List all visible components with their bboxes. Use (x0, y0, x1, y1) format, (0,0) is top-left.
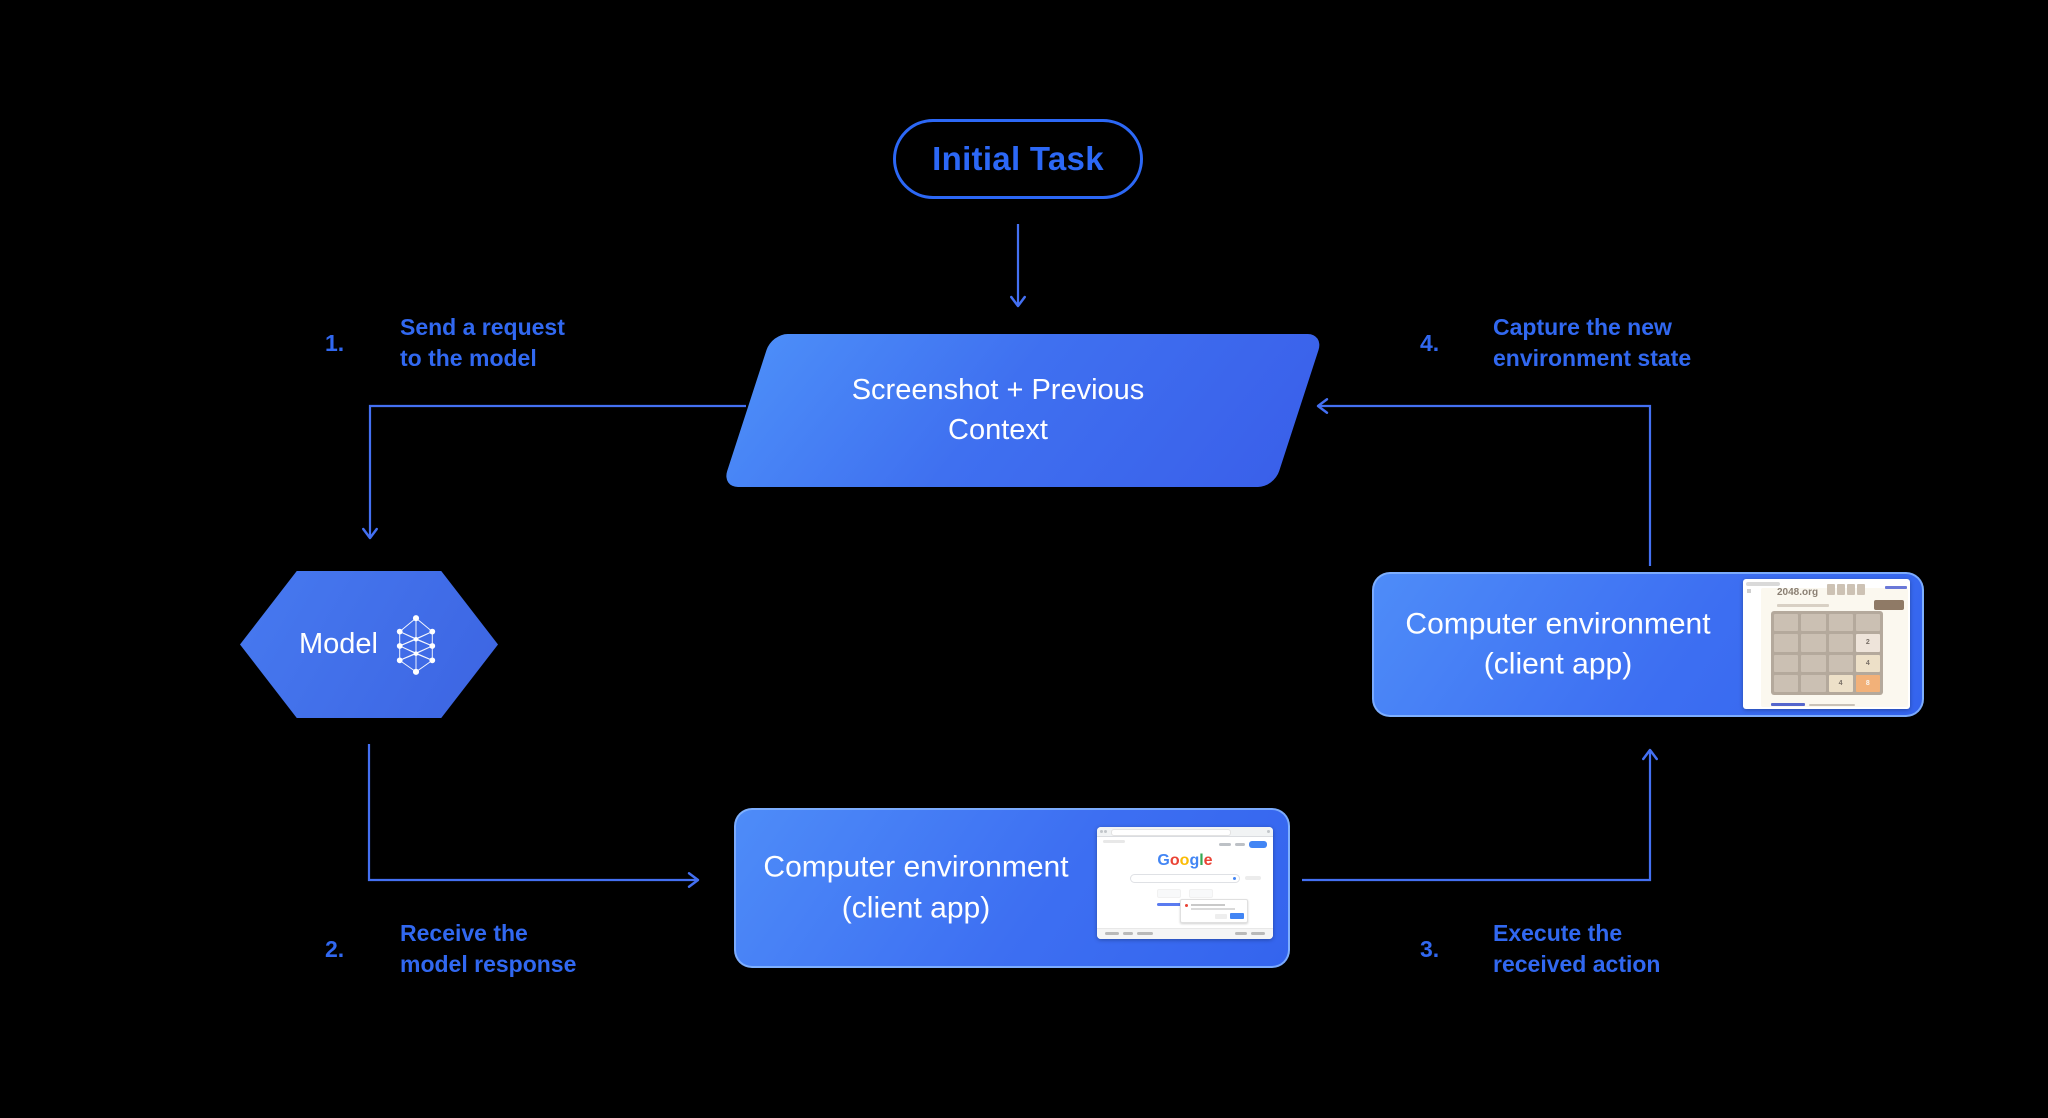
feeling-lucky-button (1189, 889, 1213, 898)
top-links (1885, 586, 1907, 589)
mini-screenshot-google: Google (1097, 827, 1273, 939)
tile-4: 4 (1855, 654, 1880, 672)
address-bar (1111, 829, 1231, 836)
bottom-link (1771, 703, 1805, 706)
game-grid: 2 4 4 8 (1771, 611, 1883, 695)
step-3-number: 3. (1420, 936, 1440, 962)
logo-letter: o (1169, 852, 1180, 869)
bottom-text (1809, 703, 1855, 706)
grid-cell (1828, 614, 1853, 632)
new-game-button (1874, 600, 1904, 610)
score-boxes (1827, 584, 1865, 595)
score-box (1827, 584, 1835, 595)
tile-4: 4 (1828, 674, 1853, 692)
search-input (1130, 874, 1240, 883)
env-box-bottom: Computer environment (client app) (734, 808, 1290, 968)
initial-task-label: Initial Task (932, 140, 1104, 177)
bookmarks-bar (1103, 840, 1125, 843)
favicon (1747, 589, 1751, 593)
footer-link (1251, 932, 1265, 935)
grid-cell (1774, 614, 1799, 632)
keyboard-hint (1245, 876, 1261, 880)
context-parallelogram-inner: Screenshot + Previous Context (722, 334, 1274, 487)
logo-letter: e (1203, 852, 1213, 869)
grid-cell (1801, 654, 1826, 672)
connector-env-to-context (1316, 398, 1652, 566)
dialog-secondary-button (1215, 914, 1227, 919)
grid-cell (1774, 674, 1799, 692)
tile-2: 2 (1855, 634, 1880, 652)
grid-cell (1855, 614, 1880, 632)
logo-letter: G (1157, 852, 1170, 869)
env-right-label: Computer environment (client app) (1405, 607, 1711, 681)
footer-link (1137, 932, 1153, 935)
neural-network-icon (396, 614, 436, 675)
menu-dot-icon (1267, 830, 1270, 833)
browser-chrome (1097, 827, 1273, 837)
step-2-text: Receive the model response (400, 920, 577, 977)
window-dot-icon (1104, 830, 1107, 833)
page-footer (1097, 928, 1273, 939)
connector-model-to-env (367, 744, 700, 888)
score-box (1847, 584, 1855, 595)
cookie-dialog (1180, 899, 1248, 923)
grid-cell (1801, 674, 1826, 692)
google-search-button (1157, 889, 1181, 898)
model-hexagon: Model (240, 571, 498, 718)
connector-context-to-model (362, 404, 746, 540)
context-parallelogram: Screenshot + Previous Context (722, 334, 1324, 487)
score-box (1857, 584, 1865, 595)
grid-cell (1828, 634, 1853, 652)
google-logo: Google (1097, 852, 1273, 870)
model-label: Model (299, 628, 378, 660)
initial-task-node: Initial Task (893, 119, 1143, 199)
mic-icon (1233, 877, 1236, 880)
footer-link (1105, 932, 1119, 935)
grid-cell (1801, 634, 1826, 652)
env-bottom-label: Computer environment (client app) (763, 850, 1069, 925)
grid-cell (1828, 654, 1853, 672)
step-2-number: 2. (325, 936, 345, 962)
site-title: 2048.org (1777, 587, 1819, 598)
search-buttons (1097, 889, 1273, 898)
grid-cell (1774, 654, 1799, 672)
logo-letter: o (1179, 852, 1190, 869)
step-4-text: Capture the new environment state (1493, 314, 1692, 371)
grid-cell (1801, 614, 1826, 632)
dialog-text-line (1191, 904, 1225, 906)
footer-link (1123, 932, 1133, 935)
logo-letter: g (1189, 852, 1200, 869)
dialog-primary-button (1230, 913, 1244, 919)
sign-in-button (1249, 841, 1267, 848)
step-4-number: 4. (1420, 330, 1440, 356)
score-box (1837, 584, 1845, 595)
tile-8: 8 (1855, 674, 1880, 692)
connector-env-to-env (1302, 748, 1658, 882)
browser-tab (1746, 582, 1780, 586)
step-1-text: Send a request to the model (400, 314, 565, 371)
step-3-text: Execute the received action (1493, 920, 1661, 977)
images-link (1235, 843, 1245, 846)
gmail-link (1219, 843, 1231, 846)
mini-screenshot-2048: 2048.org 2 4 4 8 (1743, 579, 1910, 709)
step-1-number: 1. (325, 330, 345, 356)
logo-letter: l (1199, 852, 1204, 869)
dialog-icon (1185, 904, 1188, 907)
grid-cell (1774, 634, 1799, 652)
context-label: Screenshot + Previous Context (851, 374, 1145, 446)
window-dot-icon (1100, 830, 1103, 833)
subtitle-text (1777, 604, 1829, 607)
dialog-text-line (1191, 908, 1235, 910)
account-area (1219, 841, 1267, 848)
footer-link (1235, 932, 1247, 935)
